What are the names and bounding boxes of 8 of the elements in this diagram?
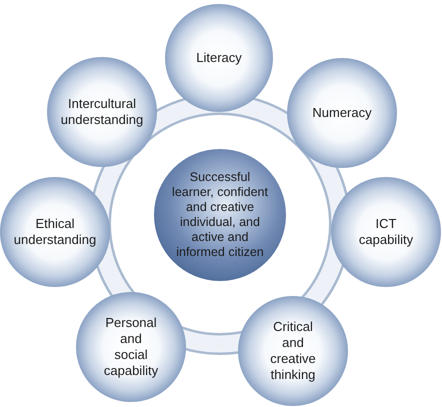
node-label: Intercultural understanding (60, 96, 144, 128)
node-label: Numeracy (311, 105, 373, 121)
node-label: Personal and social capability (103, 315, 159, 379)
node-label: Ethical understanding (12, 216, 98, 248)
node-label: ICT capability (358, 216, 414, 248)
node-label: Successful learner, confident and creative individual, and active and informed citizen (171, 170, 269, 260)
node-label: Critical and creative thinking (269, 319, 317, 383)
node-label: Literacy (195, 50, 243, 66)
